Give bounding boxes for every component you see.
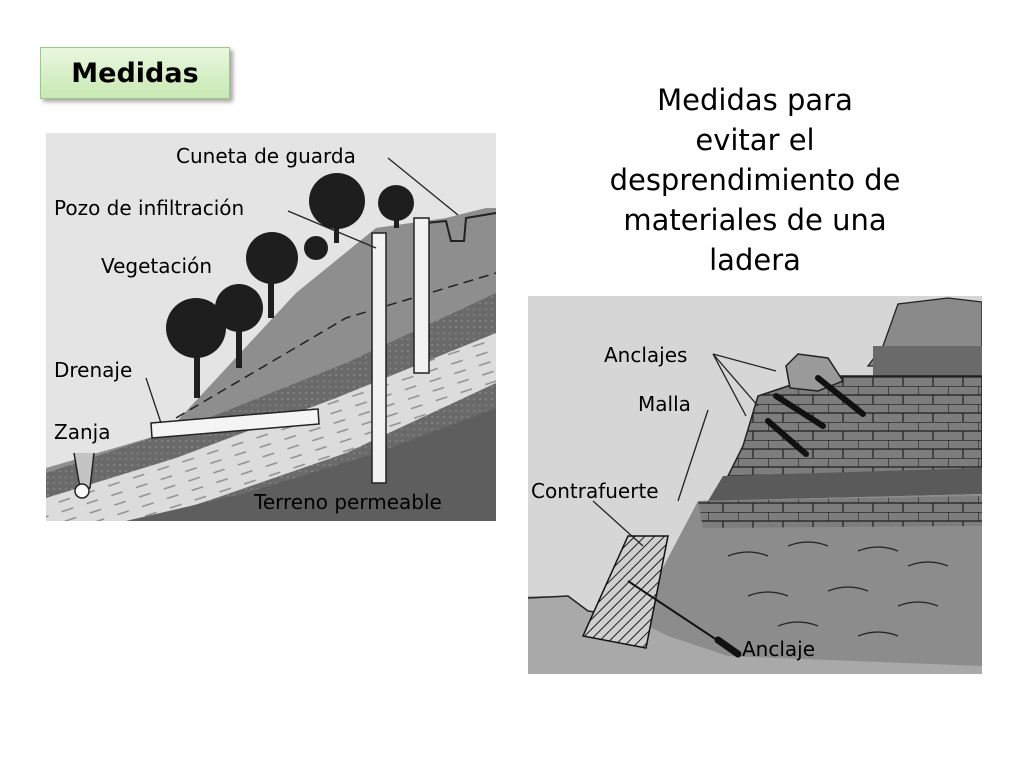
title-line: materiales de una [623, 203, 887, 237]
rock-slope-diagram: Anclajes Malla Contrafuerte Anclaje [528, 296, 982, 674]
title-line: desprendimiento de [609, 163, 901, 197]
title-line: ladera [709, 243, 801, 277]
slide-title: Medidas para evitar el desprendimiento d… [570, 80, 940, 280]
pozo-label: Pozo de infiltración [54, 196, 244, 220]
title-line: evitar el [695, 123, 815, 157]
section-badge: Medidas [40, 47, 230, 99]
malla-label: Malla [638, 392, 691, 416]
zanja-label: Zanja [54, 420, 110, 444]
drenaje-label: Drenaje [54, 358, 132, 382]
terreno-label: Terreno permeable [253, 490, 442, 514]
anclajes-label: Anclajes [604, 343, 687, 367]
contrafuerte-label: Contrafuerte [531, 479, 659, 503]
anclaje-label: Anclaje [742, 637, 815, 661]
vegetacion-label: Vegetación [101, 254, 212, 278]
section-badge-label: Medidas [71, 57, 199, 89]
cuneta-label: Cuneta de guarda [176, 144, 356, 168]
slope-drainage-diagram: Cuneta de guarda Pozo de infiltración Ve… [46, 133, 496, 521]
title-line: Medidas para [657, 83, 853, 117]
